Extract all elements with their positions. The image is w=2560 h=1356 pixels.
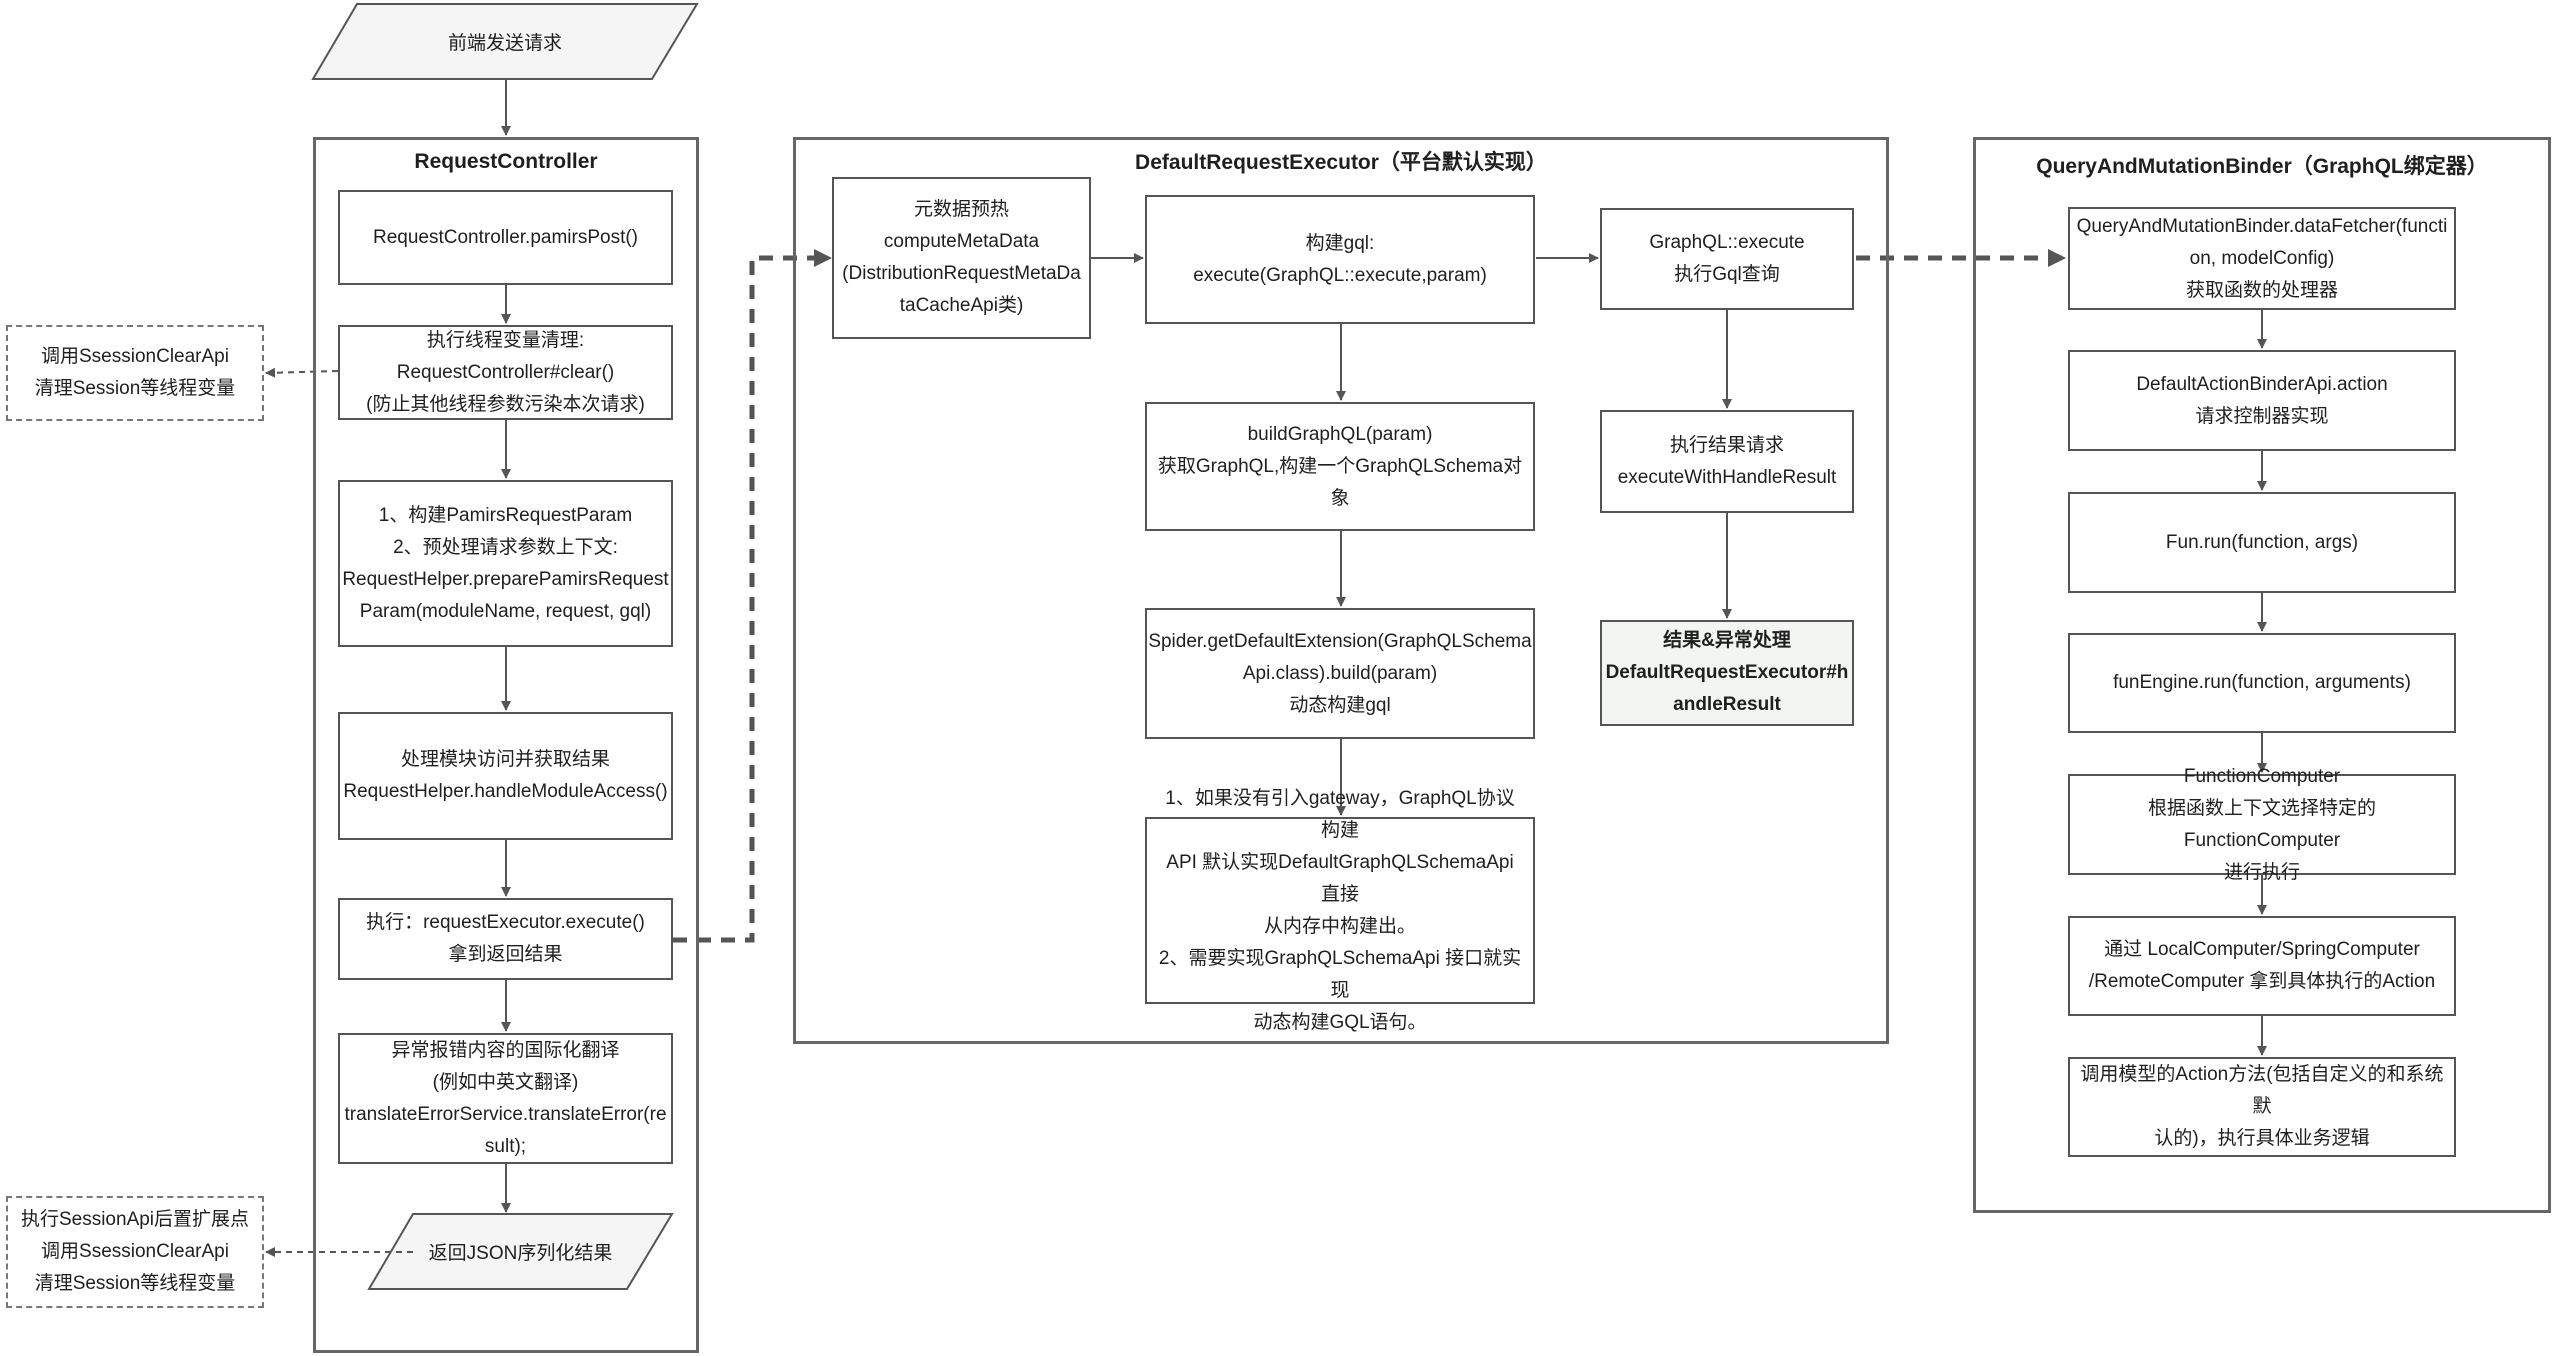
executor-build-gql: 构建gql: execute(GraphQL::execute,param) <box>1145 195 1535 324</box>
controller-step-clear: 执行线程变量清理: RequestController#clear() (防止其… <box>338 325 673 420</box>
end-label: 返回JSON序列化结果 <box>428 1243 613 1264</box>
request-controller-container: RequestController <box>313 137 699 1353</box>
start-shape <box>311 3 699 80</box>
end-shape <box>367 1213 674 1290</box>
binder-computer-action: 通过 LocalComputer/SpringComputer /RemoteC… <box>2068 916 2456 1016</box>
executor-arrows <box>1091 253 1732 816</box>
executor-handle-result-request: 执行结果请求 executeWithHandleResult <box>1600 410 1854 513</box>
binder-action-binder: DefaultActionBinderApi.action 请求控制器实现 <box>2068 350 2456 451</box>
binder-title: QueryAndMutationBinder（GraphQL绑定器） <box>2036 155 2488 178</box>
request-controller-title: RequestController <box>414 150 598 173</box>
default-request-executor-title: DefaultRequestExecutor（平台默认实现） <box>1135 151 1547 174</box>
binder-invoke-action: 调用模型的Action方法(包括自定义的和系统默 认的)，执行具体业务逻辑 <box>2068 1057 2456 1157</box>
note-session-clear: 调用SsessionClearApi 清理Session等线程变量 <box>6 325 264 421</box>
binder-container: QueryAndMutationBinder（GraphQL绑定器） <box>1973 137 2551 1213</box>
binder-function-computer: FunctionComputer 根据函数上下文选择特定的FunctionCom… <box>2068 766 2456 883</box>
executor-handle-result: 结果&异常处理 DefaultRequestExecutor#h andleRe… <box>1600 620 1854 726</box>
container-connectors <box>673 249 2066 943</box>
executor-gateway-note: 1、如果没有引入gateway，GraphQL协议构建 API 默认实现Defa… <box>1145 788 1535 1033</box>
note-connectors <box>265 367 413 1257</box>
default-request-executor-container: DefaultRequestExecutor（平台默认实现） <box>793 137 1889 1044</box>
executor-graphql-execute: GraphQL::execute 执行Gql查询 <box>1600 208 1854 310</box>
controller-step-pamirs-post: RequestController.pamirsPost() <box>338 190 673 285</box>
note-session-post: 执行SessionApi后置扩展点 调用SsessionClearApi 清理S… <box>6 1196 264 1308</box>
controller-step-translate-error: 异常报错内容的国际化翻译 (例如中英文翻译) translateErrorSer… <box>338 1033 673 1164</box>
binder-fun-engine-run: funEngine.run(function, arguments) <box>2068 633 2456 733</box>
controller-step-build-param: 1、构建PamirsRequestParam 2、预处理请求参数上下文: Req… <box>338 480 673 647</box>
controller-step-module-access: 处理模块访问并获取结果 RequestHelper.handleModuleAc… <box>338 712 673 840</box>
executor-compute-meta-data: 元数据预热 computeMetaData (DistributionReque… <box>832 177 1091 339</box>
binder-data-fetcher: QueryAndMutationBinder.dataFetcher(funct… <box>2068 207 2456 310</box>
executor-build-graphql: buildGraphQL(param) 获取GraphQL,构建一个GraphQ… <box>1145 402 1535 531</box>
start-label: 前端发送请求 <box>447 33 562 54</box>
binder-fun-run: Fun.run(function, args) <box>2068 492 2456 593</box>
executor-spider-extension: Spider.getDefaultExtension(GraphQLSchema… <box>1145 608 1535 739</box>
controller-step-execute: 执行：requestExecutor.execute() 拿到返回结果 <box>338 898 673 980</box>
